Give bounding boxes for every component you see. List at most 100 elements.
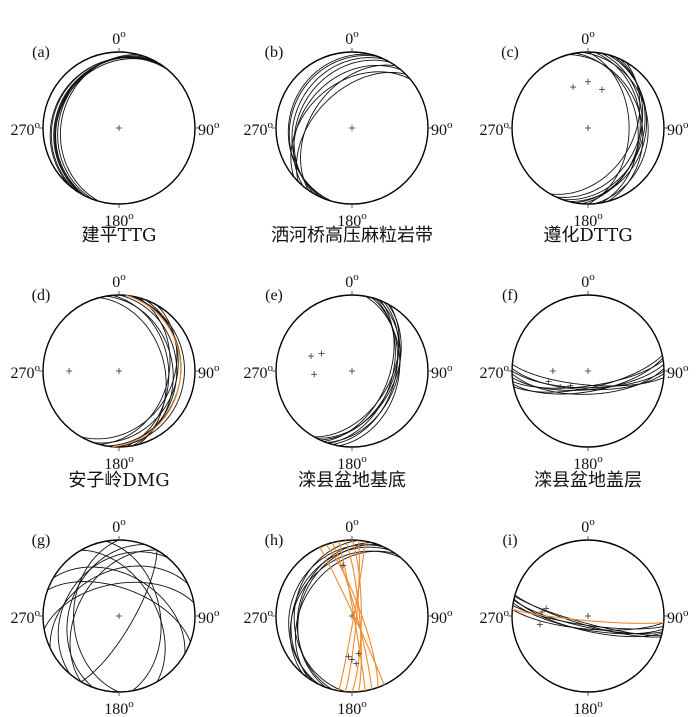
highlight-great-circle [344,540,360,692]
south-label: 180o [104,453,134,473]
great-circle [50,56,163,191]
west-label: 270o [480,119,510,139]
great-circle [47,581,191,643]
pole-marker [345,653,352,660]
west-label: 270o [11,362,41,382]
west-label: 270o [11,607,41,627]
panel-title: 滦县盆地基底 [298,470,406,491]
panel-title: 阜新北部MORB区 [44,0,194,1]
great-circle [513,354,663,393]
great-circle [288,544,385,686]
pole-marker [318,350,325,357]
great-circle [314,304,400,438]
great-circle [294,550,396,679]
pole-marker [545,378,552,385]
great-circle [296,542,372,690]
great-circle [49,57,169,187]
great-circle [80,304,178,440]
great-circle [49,565,189,649]
east-label: 90o [667,119,689,139]
great-circle [291,57,385,198]
panel-title: 滦县盆地盖层 [534,470,642,491]
panel-letter: (h) [265,532,284,549]
great-circle [43,581,195,630]
north-label: 0o [345,28,359,48]
east-label: 90o [431,119,453,139]
panel-letter: (c) [501,44,519,61]
great-circle [54,56,155,196]
panel-letter: (d) [32,287,51,304]
panel-letter: (i) [502,532,517,549]
south-label: 180o [337,453,367,473]
east-label: 90o [431,362,453,382]
great-circle [512,608,664,631]
pole-marker [349,656,355,663]
panel-title: 安子岭DMG [68,470,169,491]
highlight-great-circle [512,608,664,624]
panel-letter: (b) [265,44,284,61]
west-label: 270o [11,119,41,139]
great-circle [568,54,648,202]
great-circle [80,549,166,683]
north-label: 0o [581,516,595,536]
pole-marker [549,368,556,374]
great-circle [54,58,160,193]
pole-marker [66,368,73,374]
great-circle [587,51,630,205]
great-circle [290,71,411,177]
great-circle [92,299,179,444]
pole-marker [311,371,318,378]
panel-title: 义县钙碱性火山岩 [516,0,660,1]
north-label: 0o [345,271,359,291]
great-circle [316,303,402,439]
great-circle [53,56,158,195]
west-label: 270o [244,362,274,382]
great-circle [568,54,644,202]
stereonet-panel: 阜新东北钙碱性火山岩区 (b) 0o 180o 90o 270o [244,0,454,230]
panel-title: 遵化DTTG [543,225,632,246]
north-label: 0o [581,271,595,291]
great-circle [512,360,664,389]
panel-title: 阜新东北钙碱性火山岩区 [253,0,451,1]
pole-marker [598,86,605,93]
great-circle [105,295,174,447]
pole-marker [353,660,360,667]
east-label: 90o [667,362,689,382]
east-label: 90o [667,607,689,627]
pole-marker [355,650,362,657]
panel-title: 洒河桥高压麻粒岩带 [271,225,433,246]
highlight-great-circle [112,294,182,448]
east-label: 90o [198,607,220,627]
pole-marker [567,382,574,389]
north-label: 0o [581,28,595,48]
south-label: 180o [337,210,367,230]
great-circle [295,71,406,182]
great-circle [69,549,158,683]
great-circle [293,64,402,187]
highlight-great-circle [319,546,385,686]
great-circle [555,58,644,198]
west-label: 270o [244,119,274,139]
great-circle [319,301,400,441]
great-circle [289,550,402,675]
great-circle [287,53,372,202]
panel-title: 建平TTG [82,225,157,246]
south-label: 180o [104,210,134,230]
great-circle [300,64,396,191]
south-label: 180o [104,698,134,717]
great-circle [55,56,152,198]
great-circle [118,294,178,448]
great-circle [549,61,641,195]
great-circle [297,544,379,688]
great-circle [52,566,186,655]
north-label: 0o [112,516,126,536]
north-label: 0o [112,271,126,291]
east-label: 90o [198,119,220,139]
great-circle [293,59,391,195]
